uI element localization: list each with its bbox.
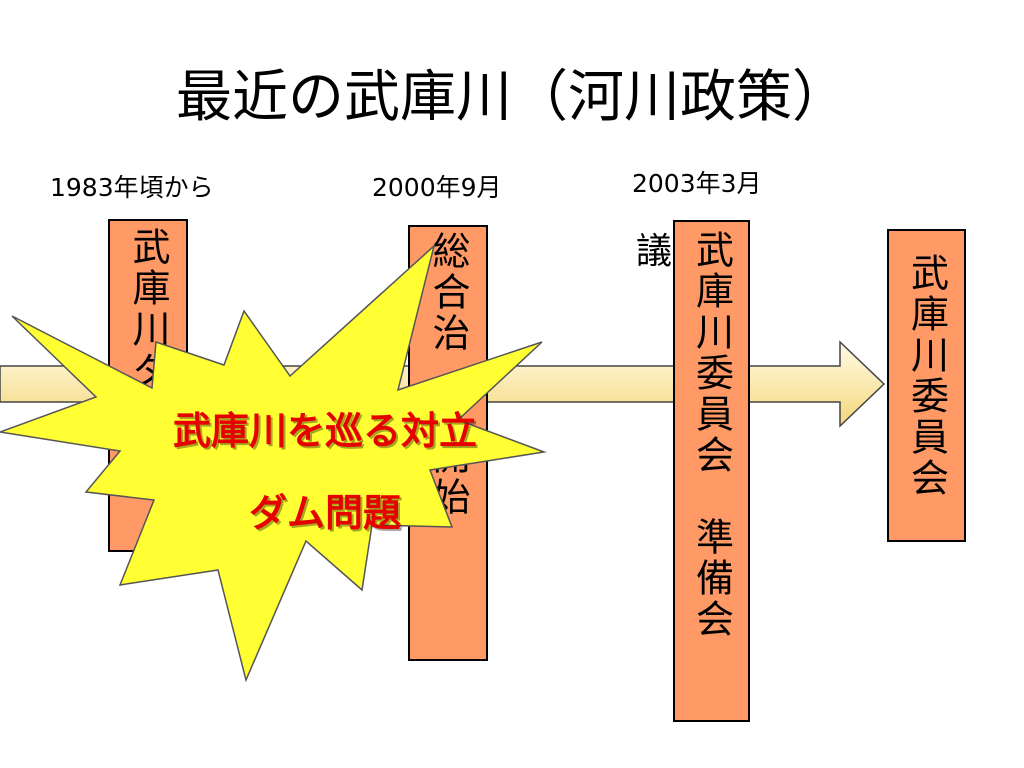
slide-title: 最近の武庫川（河川政策） — [176, 65, 848, 130]
explosion-burst-shape — [0, 243, 547, 683]
burst-line-1: 武庫川を巡る対立 — [172, 409, 477, 453]
box-committee: 武庫川委員会 — [887, 229, 966, 542]
date-1983: 1983年頃から — [50, 173, 214, 202]
partial-label: 議 — [636, 231, 673, 272]
date-2000: 2000年9月 — [372, 173, 502, 202]
date-2003: 2003年3月 — [632, 169, 762, 198]
box-committee-preparatory-label: 武庫川委員会 準備会 — [689, 230, 734, 640]
box-committee-label: 武庫川委員会 — [904, 253, 949, 499]
box-committee-preparatory: 武庫川委員会 準備会 — [673, 220, 750, 722]
burst-line-2: ダム問題 — [248, 491, 401, 535]
